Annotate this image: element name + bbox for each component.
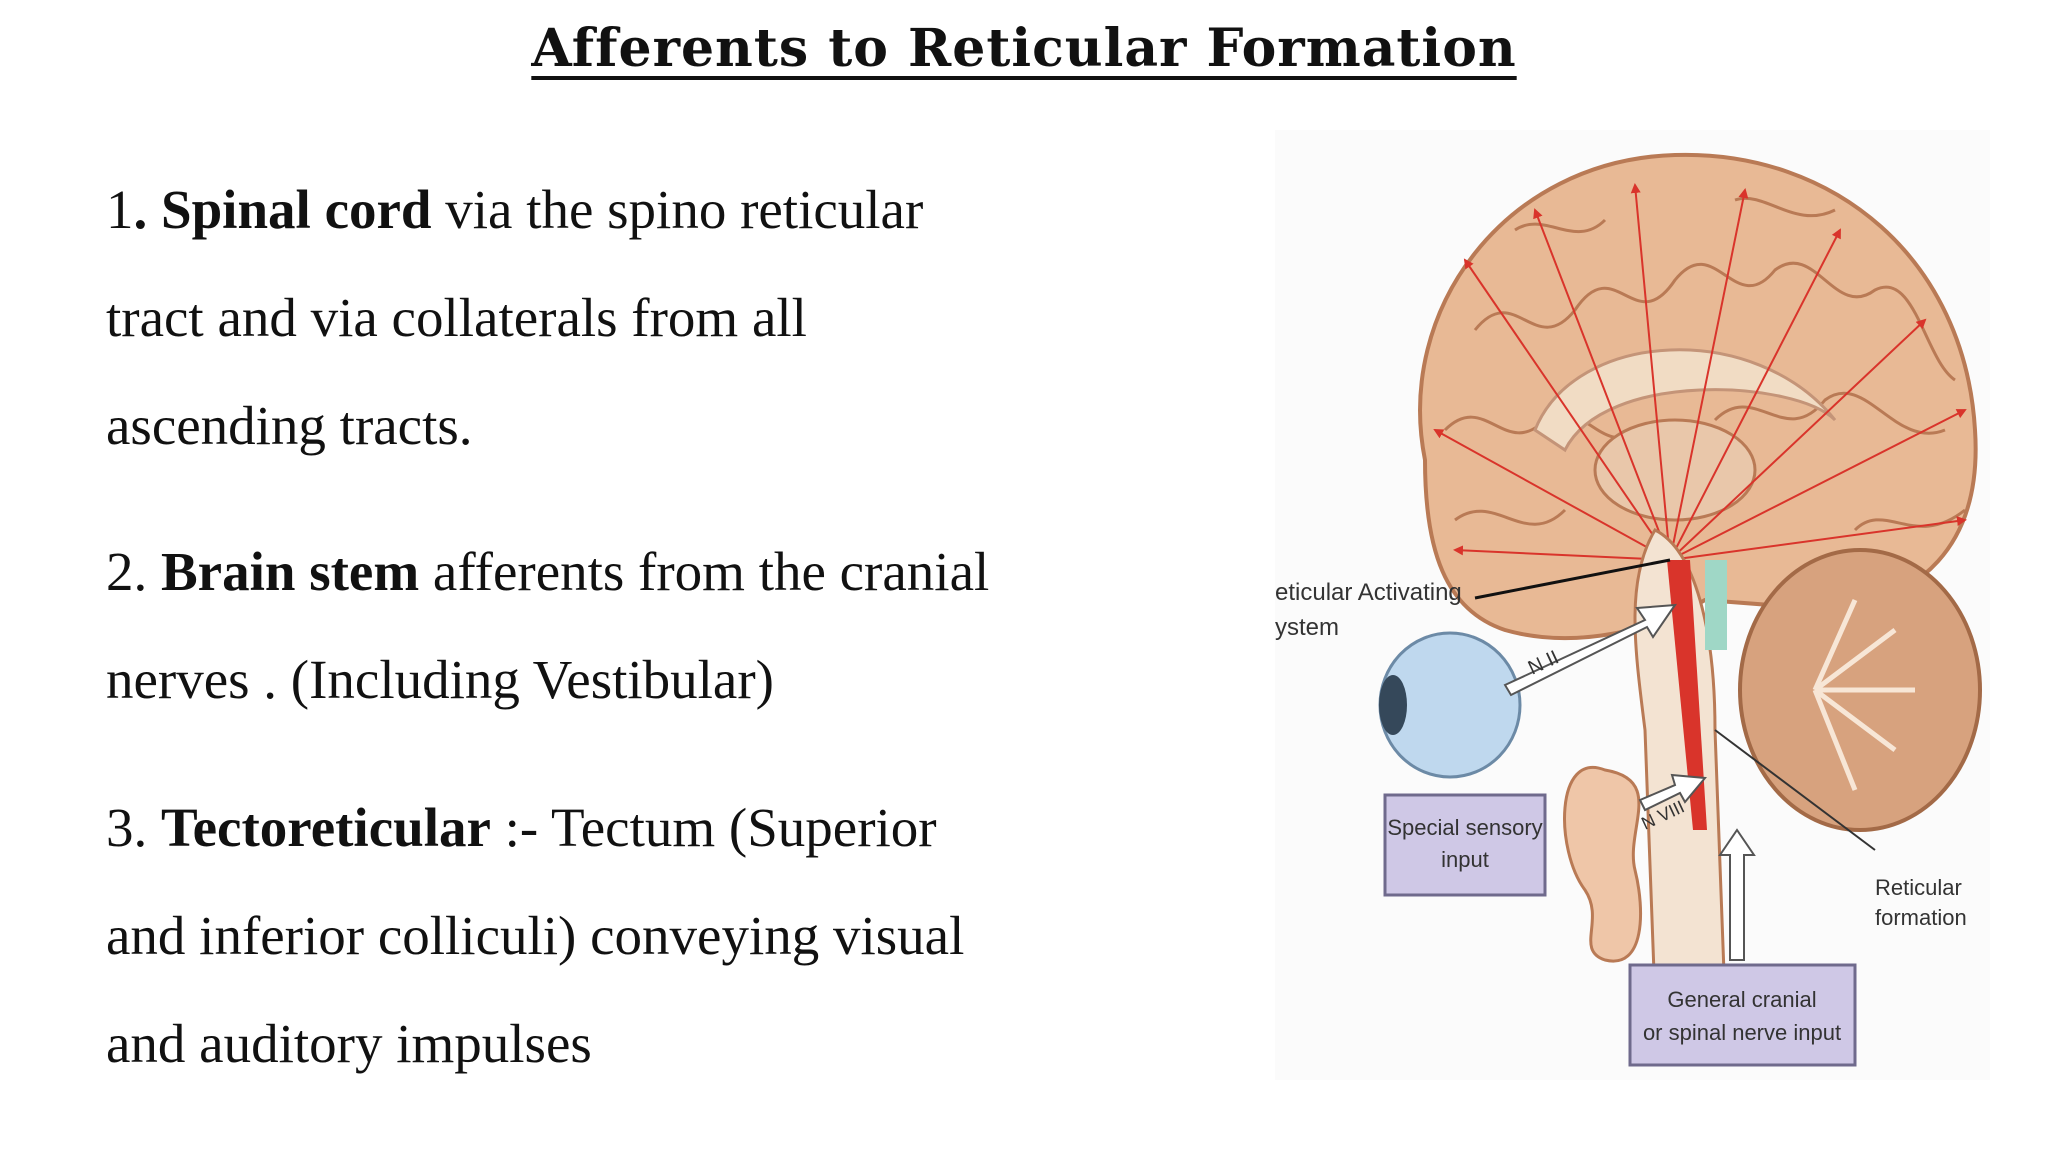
item-text: :- Tectum (Superior <box>490 797 937 858</box>
list-item-tectoreticular: 3. Tectoreticular :- Tectum (Superior an… <box>106 774 1226 1098</box>
cerebrum-shape <box>1418 152 1978 641</box>
optic-nerve-arrow <box>1503 603 1678 697</box>
item-2-line-2: nerves . (Including Vestibular) <box>106 649 774 710</box>
item-text: via the spino reticular <box>431 179 924 240</box>
general-input-label-2: or spinal nerve input <box>1643 1020 1841 1045</box>
item-term: Brain stem <box>161 541 420 602</box>
arbor-vitae <box>1812 598 1915 791</box>
item-term: . Spinal cord <box>133 179 432 240</box>
aqueduct-band <box>1705 560 1727 650</box>
item-1-line-2: tract and via collaterals from all <box>106 287 807 348</box>
list-item-spinal-cord: 1. Spinal cord via the spino reticular t… <box>106 156 1226 480</box>
item-1-line-1: 1. Spinal cord via the spino reticular <box>106 156 1226 264</box>
item-1-line-3: ascending tracts. <box>106 395 473 456</box>
rf-leader-line <box>1714 729 1876 851</box>
item-3-line-2: and inferior colliculi) conveying visual <box>106 905 965 966</box>
ras-label-1: eticular Activating <box>1275 579 1462 606</box>
item-3-line-3: and auditory impulses <box>106 1013 592 1074</box>
general-input-box <box>1628 963 1857 1067</box>
vestibulocochlear-arrow <box>1638 773 1707 812</box>
slide-title: Afferents to Reticular Formation <box>531 18 1517 79</box>
item-number: 3. <box>106 797 161 858</box>
corpus-callosum <box>1533 348 1837 453</box>
special-sensory-label-2: input <box>1441 847 1489 872</box>
ras-label-2: ystem <box>1275 614 1339 641</box>
thalamus <box>1593 418 1757 522</box>
general-input-arrow <box>1718 828 1756 961</box>
ras-leader-line <box>1474 558 1671 600</box>
list-item-brain-stem: 2. Brain stem afferents from the cranial… <box>106 518 1226 734</box>
general-input-label-1: General cranial <box>1667 987 1816 1012</box>
radiation-arrows <box>1433 183 1967 561</box>
rf-label-2: formation <box>1875 905 1967 930</box>
special-sensory-label-1: Special sensory <box>1387 815 1542 840</box>
item-term: Tectoreticular <box>161 797 491 858</box>
reticular-column <box>1667 560 1707 830</box>
item-number: 1 <box>106 179 134 240</box>
special-sensory-box <box>1383 793 1547 897</box>
rf-label-1: Reticular <box>1875 875 1962 900</box>
ear <box>1563 766 1643 963</box>
item-2-line-1: 2. Brain stem afferents from the cranial <box>106 518 1226 626</box>
item-number: 2. <box>106 541 161 602</box>
brain-diagram: N II N VIII eticular Activating ystem Re… <box>1275 130 1990 1080</box>
pupil <box>1379 675 1407 735</box>
item-text: afferents from the cranial <box>419 541 990 602</box>
item-3-line-1: 3. Tectoreticular :- Tectum (Superior <box>106 774 1226 882</box>
